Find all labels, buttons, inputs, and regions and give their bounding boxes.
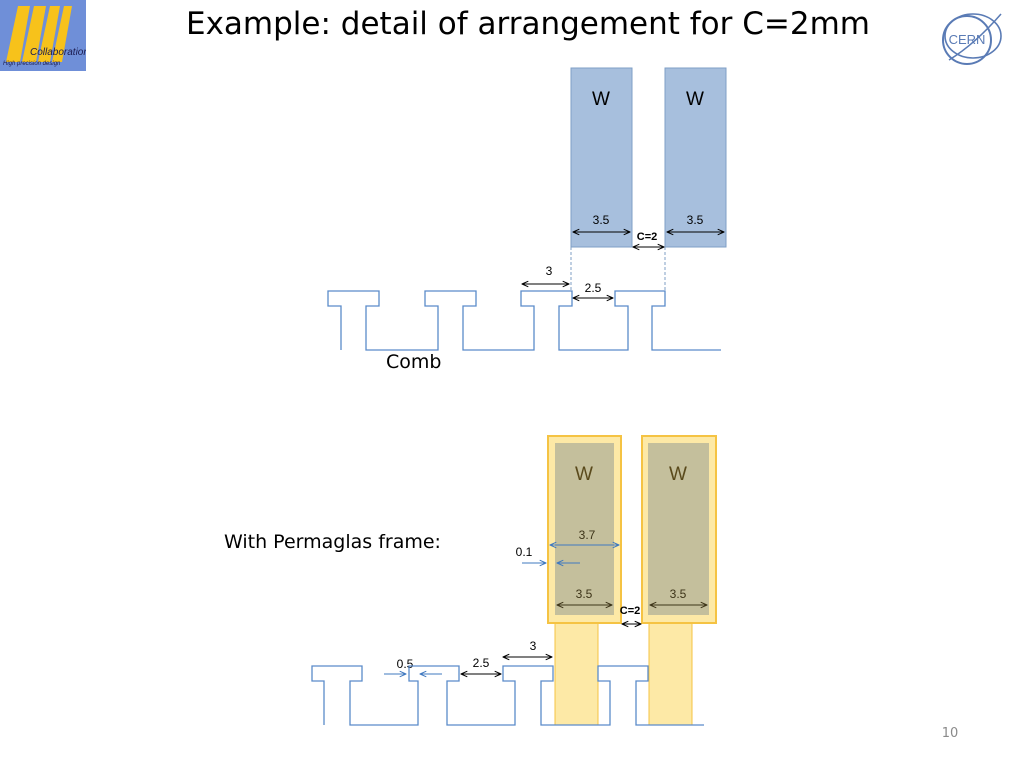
gap-label: C=2 bbox=[637, 231, 658, 243]
framed-dim-width-left: 3.5 bbox=[576, 587, 593, 601]
framed-comb-dim-0-5: 0.5 bbox=[397, 657, 414, 671]
framed-comb-dim-2-5: 2.5 bbox=[473, 656, 490, 670]
page-number: 10 bbox=[941, 726, 959, 741]
comb-profile-top bbox=[327, 290, 721, 351]
frame-offset-label: 0.1 bbox=[516, 545, 533, 559]
framed-comb-dim-3: 3 bbox=[530, 639, 537, 653]
framed-dim-width-right: 3.5 bbox=[670, 587, 687, 601]
comb-dim-3: 3 bbox=[546, 264, 553, 278]
top-diagram: W W 3.5 3.5 C=2 3 2.5 bbox=[327, 67, 727, 351]
tungsten-plate-right bbox=[664, 67, 727, 248]
cern-logo: CERN bbox=[942, 13, 1002, 65]
frame-width-label: 3.7 bbox=[579, 528, 596, 542]
tungsten-plate-framed-right bbox=[648, 443, 709, 615]
dim-width-left: 3.5 bbox=[593, 213, 610, 227]
fcal-collaboration-logo: Collaboration High precision design bbox=[0, 0, 86, 71]
comb-label: Comb bbox=[386, 351, 442, 373]
framed-tungsten-label-right: W bbox=[669, 464, 687, 485]
logo-subtext: High precision design bbox=[3, 61, 61, 67]
permaglas-caption: With Permaglas frame: bbox=[224, 531, 441, 553]
tungsten-label-right: W bbox=[686, 89, 704, 110]
slide-title: Example: detail of arrangement for C=2mm bbox=[186, 6, 870, 42]
dim-width-right: 3.5 bbox=[687, 213, 704, 227]
frame-leg-right bbox=[648, 621, 693, 726]
logo-collaboration-text: Collaboration bbox=[30, 47, 86, 58]
frame-leg-left bbox=[554, 621, 599, 726]
framed-gap-label: C=2 bbox=[620, 605, 641, 617]
tungsten-plate-left bbox=[570, 67, 633, 248]
cern-logo-text: CERN bbox=[949, 32, 986, 47]
tungsten-label-left: W bbox=[592, 89, 610, 110]
comb-profile-bottom bbox=[311, 665, 704, 726]
tungsten-plate-framed-left bbox=[555, 443, 614, 615]
framed-tungsten-label-left: W bbox=[575, 464, 593, 485]
comb-dim-2-5: 2.5 bbox=[585, 281, 602, 295]
bottom-diagram: W W 3.7 0.1 3.5 3.5 C=2 3 2.5 0.5 bbox=[311, 435, 717, 726]
